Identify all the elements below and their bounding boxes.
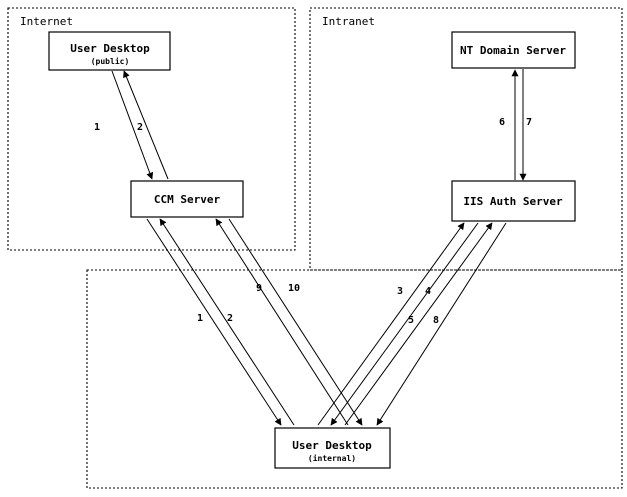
node-box-user-desktop-internal[interactable] [274, 427, 391, 469]
flow-line-4-iis-to-internal [330, 222, 479, 426]
zone-boundaries [7, 7, 623, 489]
zone-label-internet: Internet [20, 15, 73, 28]
flow-line-2-ccm-to-public [123, 70, 169, 180]
flow-label-step-4: 4 [425, 286, 431, 297]
flow-label-step-2-internal: 2 [227, 313, 233, 324]
zone-intranet-boundary [309, 7, 623, 271]
node-ccm-server[interactable]: CCM Server [130, 180, 244, 218]
node-user-desktop-public[interactable]: User Desktop (public) [48, 31, 171, 71]
node-box-ccm-server[interactable] [130, 180, 244, 218]
node-title-ccm-server: CCM Server [154, 193, 221, 206]
node-subtitle-user-desktop-internal: (internal) [308, 453, 356, 463]
node-nt-domain-server[interactable]: NT Domain Server [451, 31, 576, 69]
flow-line-5-internal-to-iis [344, 222, 493, 426]
flow-line-1-ccm-to-internal [146, 218, 282, 426]
flow-line-8-iis-to-internal [376, 222, 507, 426]
flow-label-step-9: 9 [256, 283, 262, 294]
zone-internal-boundary [86, 269, 623, 489]
flow-label-step-2-public: 2 [137, 122, 143, 133]
flow-label-step-6: 6 [499, 117, 505, 128]
node-title-nt-domain-server: NT Domain Server [460, 44, 566, 57]
node-subtitle-user-desktop-public: (public) [91, 56, 130, 66]
flow-label-step-10: 10 [288, 283, 300, 294]
node-iis-auth-server[interactable]: IIS Auth Server [451, 180, 576, 222]
flow-line-3-internal-to-iis [317, 222, 465, 426]
flow-line-9-internal-to-ccm [215, 218, 349, 426]
flow-label-step-5: 5 [408, 315, 414, 326]
flow-line-1-public-to-ccm [111, 70, 154, 180]
node-user-desktop-internal[interactable]: User Desktop (internal) [274, 427, 391, 469]
flow-line-2-internal-to-ccm [159, 218, 295, 426]
node-title-user-desktop-public: User Desktop [70, 42, 150, 55]
flow-label-step-7: 7 [526, 117, 532, 128]
flow-line-10-ccm-to-internal [228, 218, 363, 426]
flow-step-labels: 1 2 1 2 3 4 5 6 7 8 9 10 [94, 117, 532, 326]
flow-label-step-8: 8 [433, 315, 439, 326]
node-box-nt-domain-server[interactable] [451, 31, 576, 69]
zone-label-intranet: Intranet [322, 15, 375, 28]
flow-label-step-1-internal: 1 [197, 313, 203, 324]
flow-label-step-3: 3 [397, 286, 403, 297]
flow-connectors [111, 69, 527, 426]
node-box-user-desktop-public[interactable] [48, 31, 171, 71]
flow-label-step-1-public: 1 [94, 122, 100, 133]
zone-internet-boundary [7, 7, 296, 251]
node-title-iis-auth-server: IIS Auth Server [463, 195, 563, 208]
node-title-user-desktop-internal: User Desktop [292, 439, 372, 452]
node-box-iis-auth-server[interactable] [451, 180, 576, 222]
